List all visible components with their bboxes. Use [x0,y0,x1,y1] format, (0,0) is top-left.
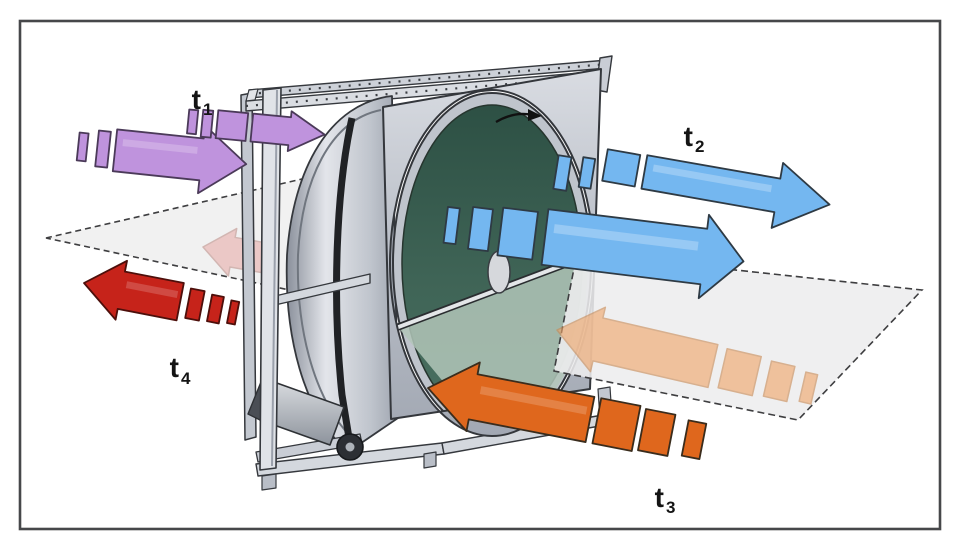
figure-border [18,19,942,531]
arrow-shape [640,154,831,229]
return-arrow-t3 [427,361,708,460]
skid-foot [261,473,277,491]
flow-dash [186,108,200,136]
flow-dash [75,131,90,163]
t2-upper-arrow [601,148,831,229]
flow-dash [94,129,112,169]
faded-return-arrow-t3 [556,306,819,405]
skid-foot [423,451,437,469]
label-t4: t [170,352,179,383]
arrow-shape [427,361,596,443]
label-t3-sub: 3 [666,498,675,517]
flow-dash [496,206,539,261]
arrow-highlight [652,164,773,193]
flow-labels: t 1 t 2 t 3 t 4 [170,84,705,517]
t2-wheel-dash [577,156,597,190]
arrow-shape [249,110,326,152]
frame-corner-joint [245,88,259,102]
arrow-highlight [125,281,179,298]
supply-arrow-t2 [442,148,831,300]
flow-dash [680,419,708,460]
flow-dash [637,408,677,457]
label-t1: t [192,84,201,115]
label-t1-sub: 1 [203,100,212,119]
flow-dash [591,397,642,452]
flow-dash [226,299,241,326]
arrow-highlight [553,224,699,251]
mid-plane-edge-line [392,257,591,333]
rotation-direction-icon [495,109,542,124]
label-t3: t [655,482,664,513]
arrow-highlight [122,139,198,154]
flow-dash [762,360,796,403]
heat-wheel-unit [240,55,623,491]
plane-over-rotor-shading [397,252,589,420]
exhaust-arrow-t4 [83,259,241,326]
inlet-arrow-t1 [75,108,326,195]
arrow-shape [540,208,745,300]
label-t2-sub: 2 [695,137,704,156]
t1-upper-arrow [186,108,326,152]
flow-dash [798,371,819,405]
post-shade-line [271,89,278,467]
arrow-shape [556,306,719,389]
flow-dash [442,206,461,246]
frame-rear-post [240,92,257,441]
flow-dash [467,206,494,253]
flow-dash [184,287,206,322]
flow-dash [717,348,762,397]
pulley-hub [345,442,355,452]
rail-hatching [248,62,609,96]
arrow-shape [83,259,185,322]
flow-dash [601,148,642,188]
flow-dash [214,109,250,142]
label-t2: t [684,121,693,152]
drive-belt [333,117,356,445]
label-t4-sub: 4 [181,369,191,388]
drum-rim-line [296,109,382,437]
flow-dash [552,154,573,192]
arrow-highlight [479,386,588,415]
flow-dash [199,108,215,139]
flow-dash [206,293,225,325]
flow-dash [577,156,597,190]
t2-wheel-dash [552,154,573,192]
t2-lower-arrow [442,206,745,300]
